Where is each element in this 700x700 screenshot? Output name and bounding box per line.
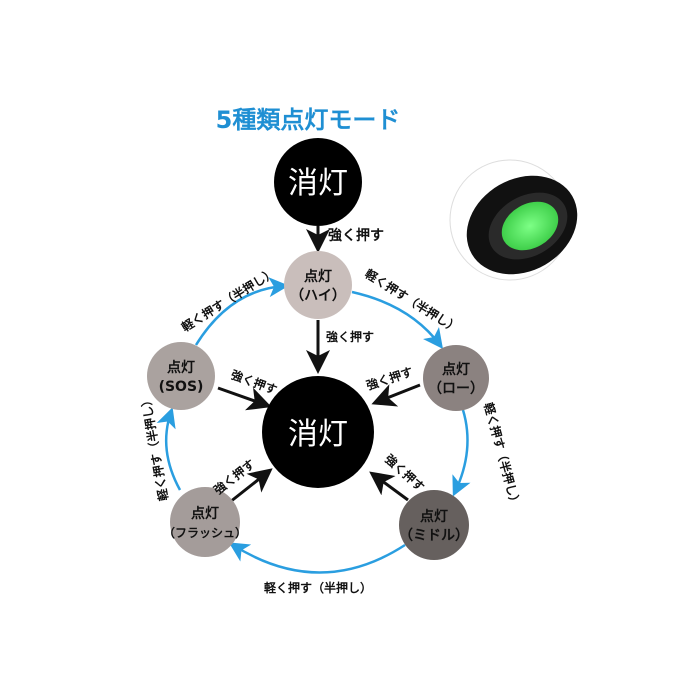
arrow-flash-to-off: [229, 468, 273, 504]
label-light-low-middle: 軽く押す（半押し）: [481, 401, 523, 509]
text-label: （ミドル）: [399, 528, 469, 544]
label-light-sos-high: 軽く押す（半押し）: [179, 265, 279, 335]
label-strong-top: 強く押す: [328, 227, 384, 244]
text-label: 点灯: [442, 361, 470, 378]
text-label: 点灯: [167, 359, 195, 376]
node-flash: 点灯 （フラッシュ）: [163, 487, 247, 557]
node-middle: 点灯 （ミドル）: [399, 490, 469, 560]
text-label: （ロー）: [428, 381, 484, 397]
arc-sos-to-high: [194, 277, 289, 346]
light-press-arcs: [156, 277, 471, 574]
label-strong-low: 強く押す: [364, 364, 414, 393]
label-strong-sos: 強く押す: [229, 367, 279, 398]
node-label: 消灯: [288, 417, 348, 452]
node-sos: 点灯 (SOS): [147, 342, 215, 410]
node-high: 点灯 （ハイ）: [284, 251, 352, 319]
label-light-middle-flash: 軽く押す（半押し）: [264, 580, 372, 595]
text-label: 点灯: [420, 508, 448, 525]
text-label: 点灯: [191, 505, 219, 522]
arrow-sos-to-off: [217, 386, 272, 411]
arc-flash-to-sos: [156, 407, 182, 491]
text-label: 点灯: [304, 268, 332, 285]
node-label: 消灯: [288, 166, 348, 201]
arrow-middle-to-off: [369, 471, 409, 502]
diagram-title: 5種類点灯モード: [216, 106, 401, 134]
arc-low-to-middle: [452, 409, 471, 497]
arc-high-to-low: [351, 290, 444, 349]
text-label: (SOS): [159, 379, 204, 395]
arrow-low-to-off: [371, 383, 421, 407]
node-off-top: 消灯: [274, 138, 362, 226]
label-strong-flash: 強く押す: [211, 456, 258, 497]
text-label: （フラッシュ）: [163, 525, 247, 540]
node-off-center: 消灯: [262, 376, 374, 488]
label-strong-middle: 強く押す: [382, 451, 428, 494]
flashlight-tail-button-photo: [449, 159, 578, 281]
arc-middle-to-flash: [228, 542, 406, 574]
label-strong-high: 強く押す: [326, 329, 374, 344]
text-label: （ハイ）: [290, 288, 346, 304]
strong-press-arrows: [217, 226, 421, 504]
node-low: 点灯 （ロー）: [423, 345, 489, 411]
label-light-high-low: 軽く押す（半押し）: [362, 266, 462, 336]
